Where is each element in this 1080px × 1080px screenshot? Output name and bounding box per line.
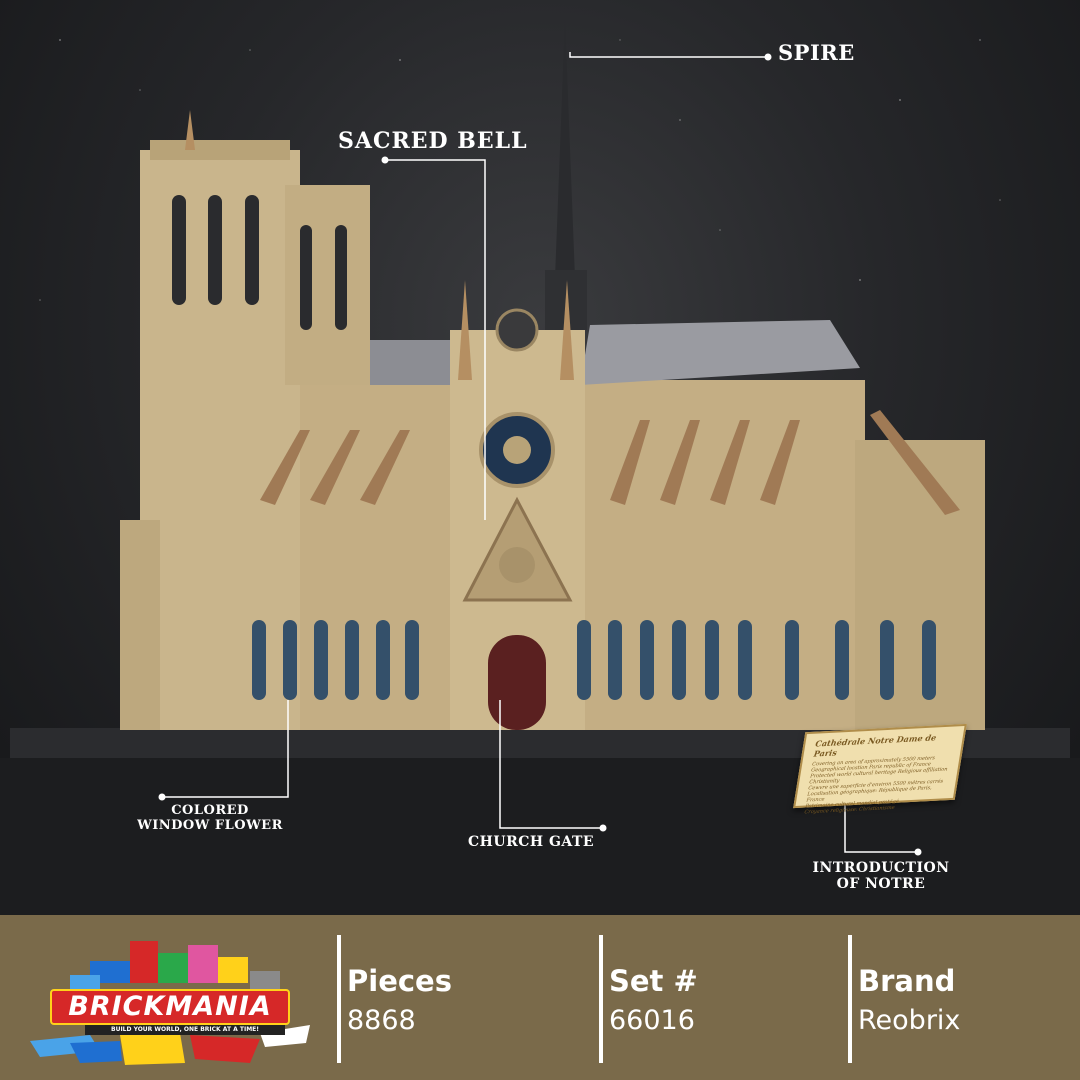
info-plaque: Cathédrale Notre Dame de Paris Covering …	[793, 723, 967, 815]
star-field	[39, 39, 1001, 301]
spec-value: 66016	[609, 1005, 695, 1036]
callout-spire: SPIRE	[778, 40, 855, 65]
callout-church-gate: CHURCH GATE	[468, 834, 595, 850]
spec-value: Reobrix	[858, 1005, 961, 1036]
product-photo: SPIRE SACRED BELL COLORED WINDOW FLOWER …	[0, 0, 1080, 915]
divider	[337, 935, 341, 1063]
spec-label: Brand	[858, 964, 956, 998]
divider	[848, 935, 852, 1063]
spec-label: Pieces	[347, 964, 452, 998]
spec-pieces: Pieces 8868	[347, 963, 452, 1043]
callout-colored-window-flower: COLORED WINDOW FLOWER	[137, 803, 283, 833]
spec-brand: Brand Reobrix	[858, 963, 960, 1043]
spec-value: 8868	[347, 1005, 416, 1036]
brickmania-logo: BRICKMANIA BUILD YOUR WORLD, ONE BRICK A…	[10, 923, 320, 1073]
logo-wordmark: BRICKMANIA	[50, 989, 290, 1025]
spec-label: Set #	[609, 964, 698, 998]
callout-sacred-bell: SACRED BELL	[338, 128, 528, 154]
spec-set-number: Set # 66016	[609, 963, 698, 1043]
logo-tagline: BUILD YOUR WORLD, ONE BRICK AT A TIME!	[85, 1025, 285, 1035]
divider	[599, 935, 603, 1063]
logo-bricks-graphic	[30, 941, 310, 1065]
callout-introduction-of-notre: INTRODUCTION OF NOTRE	[812, 860, 950, 892]
product-spec-bar: BRICKMANIA BUILD YOUR WORLD, ONE BRICK A…	[0, 915, 1080, 1080]
